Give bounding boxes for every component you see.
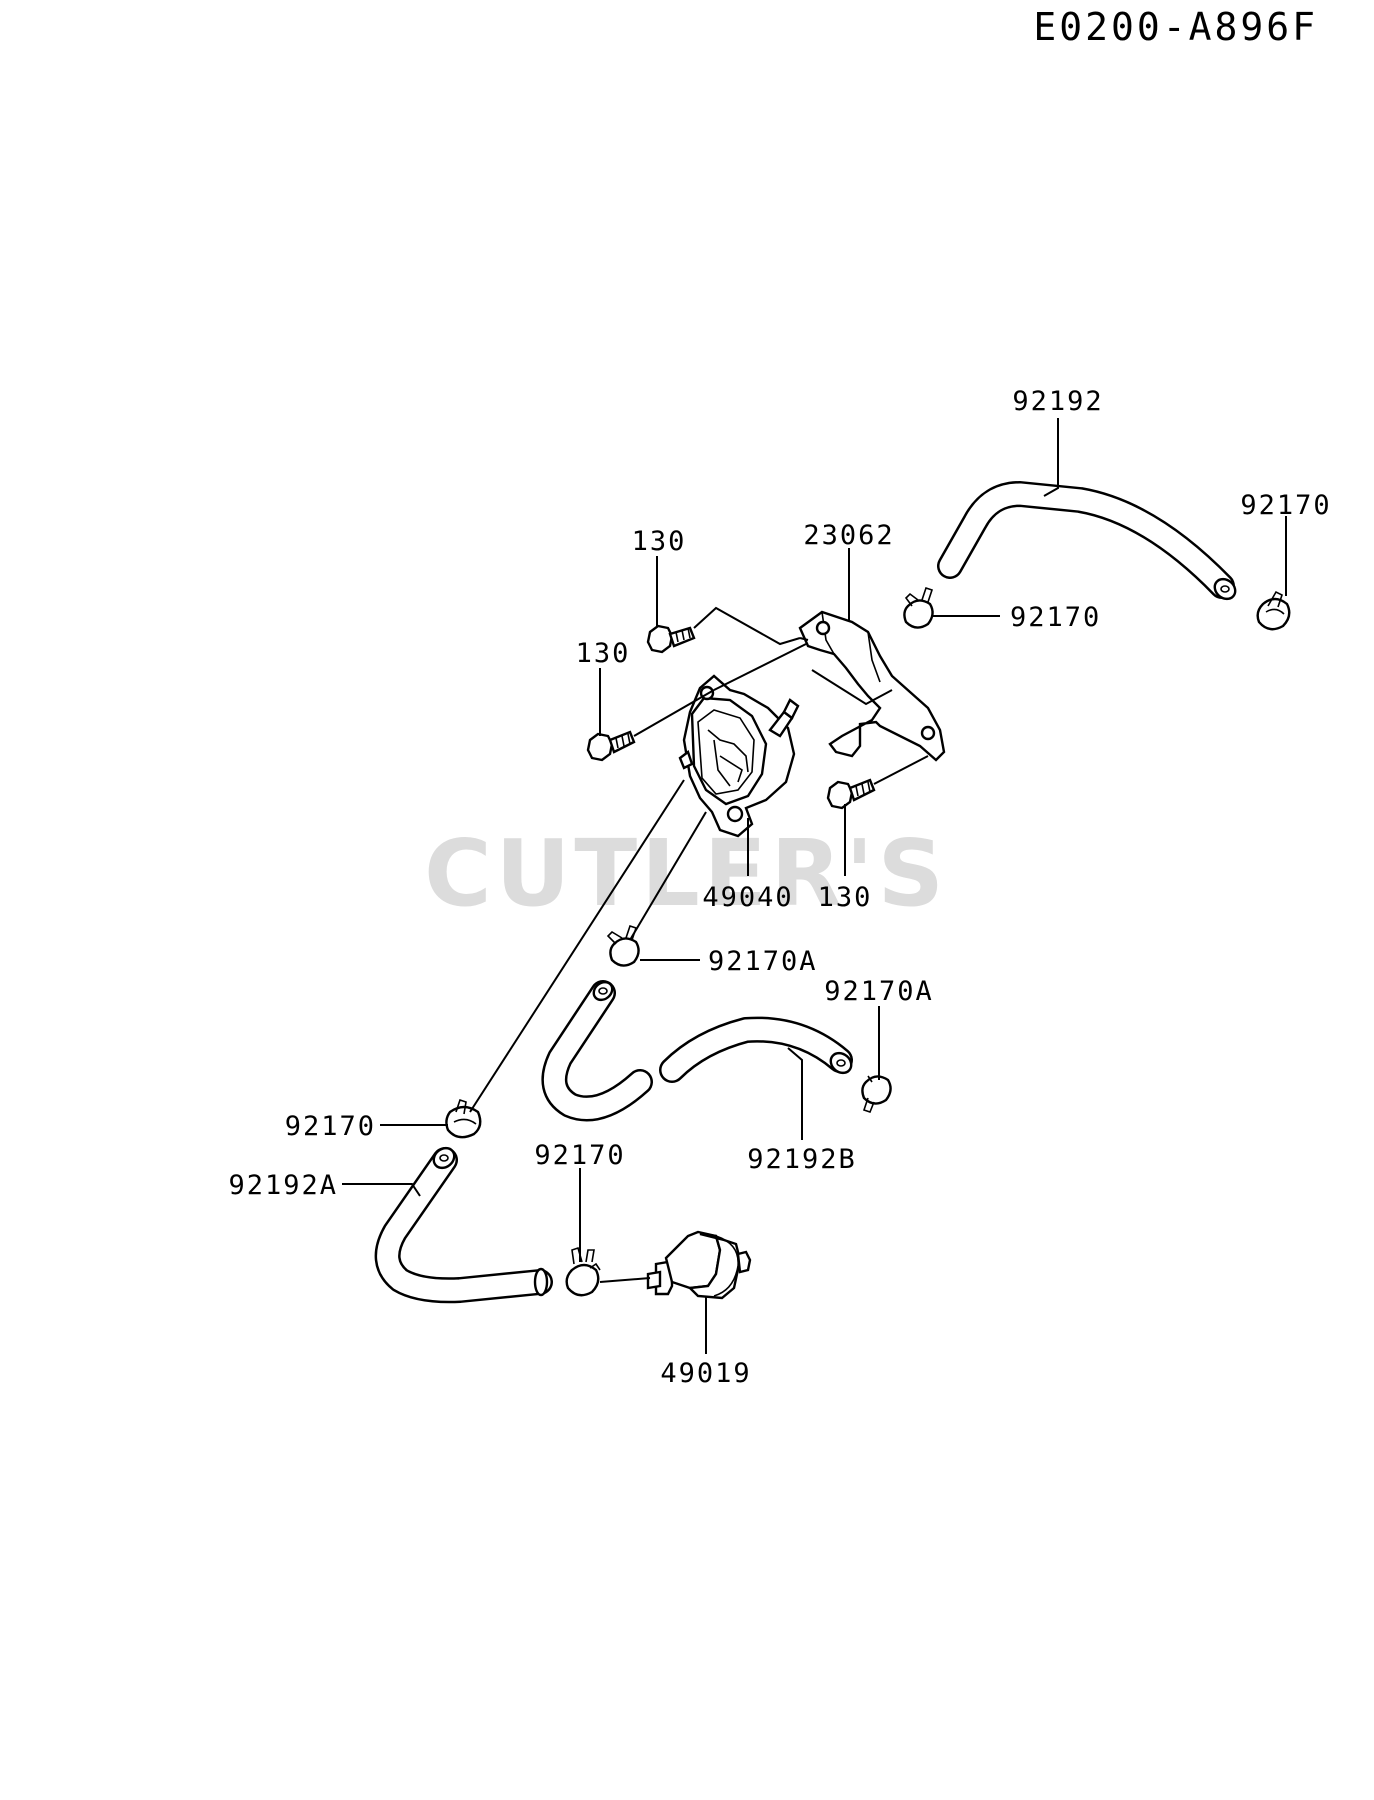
leader-lines	[342, 418, 1287, 1354]
label-clamp-middle-right: 92170A	[824, 976, 934, 1007]
watermark: CUTLER'S	[424, 820, 948, 927]
label-clamp-pump-outlet: 92170A	[708, 946, 818, 977]
label-bolt-right: 130	[818, 882, 873, 913]
label-bolt-top: 130	[632, 526, 687, 557]
bolt-left[interactable]	[586, 730, 636, 762]
label-clamp-bracket: 92170	[1010, 602, 1101, 633]
hose-lower[interactable]	[374, 1144, 553, 1304]
label-bolt-left: 130	[576, 638, 631, 669]
fuel-pump[interactable]	[678, 674, 800, 838]
label-clamp-left: 92170	[285, 1111, 376, 1142]
label-fuel-filter: 49019	[660, 1358, 751, 1389]
bracket[interactable]	[798, 610, 946, 762]
clamp-middle-right[interactable]	[861, 1075, 892, 1113]
clamp-upper-right[interactable]	[1256, 590, 1291, 631]
label-fuel-pump: 49040	[702, 882, 793, 913]
clamp-filter[interactable]	[565, 1246, 601, 1297]
bolt-top[interactable]	[646, 624, 696, 654]
diagram-code: E0200-A896F	[1033, 5, 1318, 49]
hose-upper[interactable]	[937, 481, 1239, 603]
label-hose-upper: 92192	[1012, 386, 1103, 417]
fuel-filter[interactable]	[646, 1230, 752, 1300]
label-clamp-upper-right: 92170	[1240, 490, 1331, 521]
clamp-bracket[interactable]	[903, 586, 934, 629]
label-clamp-filter: 92170	[534, 1140, 625, 1171]
clamp-pump-outlet[interactable]	[606, 924, 640, 967]
hose-middle[interactable]	[541, 978, 855, 1122]
label-hose-middle: 92192B	[747, 1144, 857, 1175]
bolt-right[interactable]	[826, 778, 876, 810]
label-hose-lower: 92192A	[228, 1170, 338, 1201]
label-bracket: 23062	[803, 520, 894, 551]
